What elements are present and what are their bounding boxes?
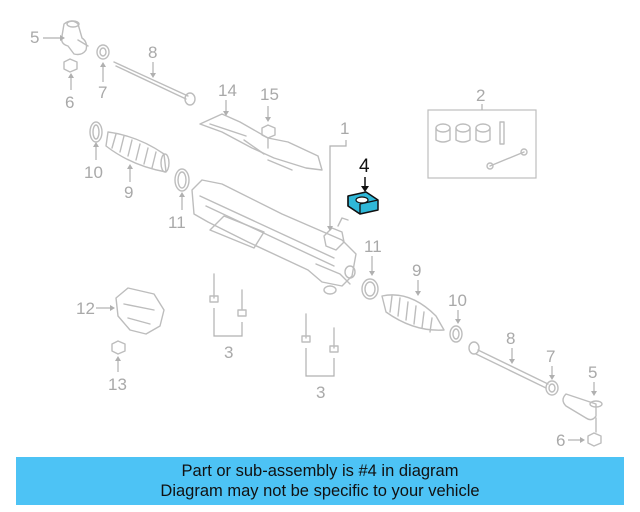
inner-tie-rod-right [468, 341, 549, 389]
callout-5-right: 5 [588, 363, 597, 382]
callout-6-left: 6 [65, 93, 74, 112]
callout-4: 4 [359, 156, 370, 177]
callout-13: 13 [108, 375, 127, 394]
callout-8-left: 8 [148, 43, 157, 62]
jam-nut-right [545, 380, 559, 396]
steering-gear-housing [191, 179, 357, 295]
caption-line-2: Diagram may not be specific to your vehi… [160, 482, 480, 500]
clamp-11-left [174, 168, 190, 192]
bolts-3-group-b [301, 313, 339, 353]
callout-9-left: 9 [124, 183, 133, 202]
inner-tie-rod-left [113, 61, 196, 106]
bolt-15 [261, 124, 276, 149]
callout-7-left: 7 [98, 83, 107, 102]
nut-right [587, 432, 602, 447]
callout-14: 14 [218, 81, 237, 100]
clamp-11-right [361, 278, 379, 300]
callout-5-left: 5 [30, 28, 39, 47]
callout-7-right: 7 [546, 347, 555, 366]
bolt-13 [111, 340, 126, 355]
parts-diagram: 5 6 7 8 10 9 11 [30, 20, 603, 450]
tie-rod-end-left [60, 20, 89, 56]
callout-11-left: 11 [168, 213, 186, 232]
bolts-3-group-a [209, 273, 247, 317]
nut-left [63, 58, 78, 73]
callout-8-right: 8 [506, 329, 515, 348]
callout-1: 1 [340, 119, 349, 138]
callout-9-right: 9 [412, 261, 421, 280]
mounting-kit-box [427, 109, 537, 179]
callout-3-b: 3 [316, 383, 325, 402]
callout-11-right: 11 [364, 237, 382, 256]
callout-3-a: 3 [224, 343, 233, 362]
boot-right [381, 294, 445, 333]
mount-bushing-part-4 [347, 191, 379, 215]
tie-rod-end-right [562, 393, 603, 433]
callout-2: 2 [476, 86, 485, 105]
bracket-12 [115, 287, 165, 335]
clamp-left [89, 121, 103, 143]
jam-nut-left [96, 44, 110, 60]
boot-left [105, 131, 170, 173]
caption-line-1: Part or sub-assembly is #4 in diagram [181, 462, 459, 480]
callout-15: 15 [260, 85, 279, 104]
callout-6-right: 6 [556, 431, 565, 450]
clamp-right [449, 325, 463, 343]
callout-12: 12 [76, 299, 95, 318]
caption-bar: Part or sub-assembly is #4 in diagram Di… [16, 457, 624, 505]
callout-10-left: 10 [84, 163, 103, 182]
callout-10-right: 10 [448, 291, 467, 310]
heat-shield [199, 113, 323, 171]
